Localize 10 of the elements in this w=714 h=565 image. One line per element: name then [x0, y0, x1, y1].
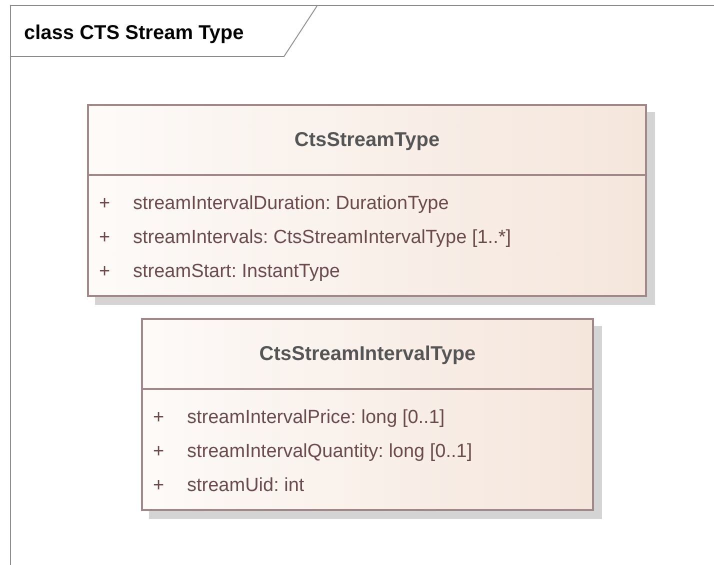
class-name: CtsStreamIntervalType [259, 342, 476, 367]
frame-title: class CTS Stream Type [24, 21, 244, 46]
attribute-text: + streamUid: int [152, 474, 304, 498]
attribute-text: + streamIntervalDuration: DurationType [98, 192, 449, 216]
class-name: CtsStreamType [294, 128, 440, 153]
attribute-text: + streamIntervals: CtsStreamIntervalType [1..*] [98, 226, 512, 250]
attribute-text: + streamIntervalPrice: long [0..1] [152, 406, 445, 430]
diagram-frame [10, 5, 714, 565]
attribute-text: + streamIntervalQuantity: long [0..1] [152, 440, 472, 464]
attribute-text: + streamStart: InstantType [98, 260, 340, 284]
